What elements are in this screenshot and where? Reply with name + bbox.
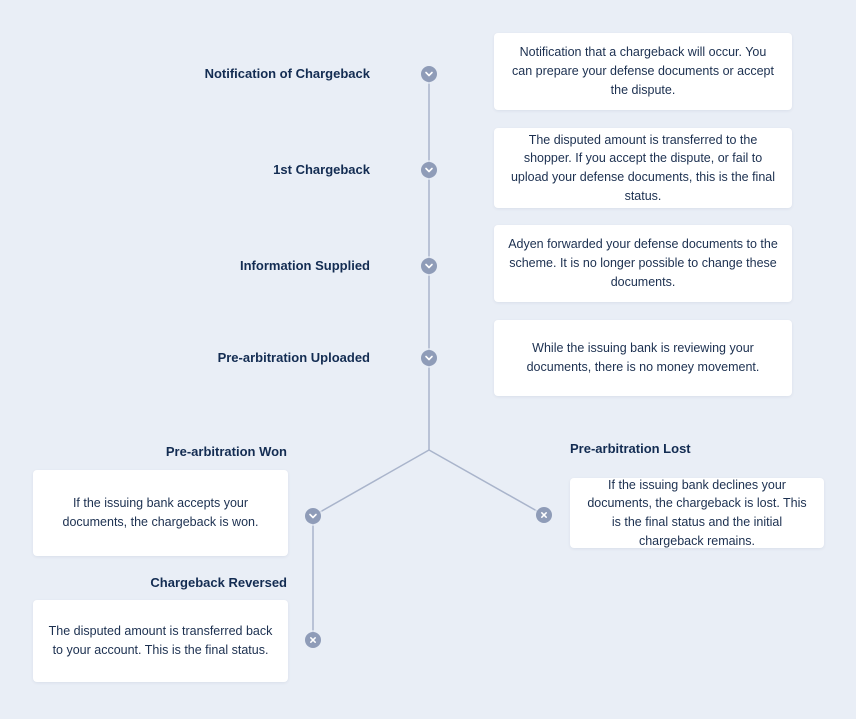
card-notification-description: Notification that a chargeback will occu… xyxy=(494,33,792,110)
timeline-node-pre-arbitration-uploaded xyxy=(421,350,437,366)
chevron-down-icon xyxy=(424,261,434,271)
x-icon xyxy=(539,510,549,520)
step-label-pre-arbitration-won: Pre-arbitration Won xyxy=(165,444,287,459)
timeline-node-chargeback-reversed xyxy=(305,632,321,648)
step-label-1st-chargeback: 1st Chargeback xyxy=(273,162,370,177)
card-pre-arbitration-lost-description: If the issuing bank declines your docume… xyxy=(570,478,824,548)
card-chargeback-reversed-description: The disputed amount is transferred back … xyxy=(33,600,288,682)
step-label-notification-of-chargeback: Notification of Chargeback xyxy=(204,66,370,81)
timeline-node-pre-arbitration-lost xyxy=(536,507,552,523)
step-label-pre-arbitration-uploaded: Pre-arbitration Uploaded xyxy=(217,350,370,365)
timeline-node-1st-chargeback xyxy=(421,162,437,178)
timeline-node-pre-arbitration-won xyxy=(305,508,321,524)
timeline-node-information-supplied xyxy=(421,258,437,274)
chevron-down-icon xyxy=(424,69,434,79)
step-label-information-supplied: Information Supplied xyxy=(240,258,370,273)
chevron-down-icon xyxy=(424,165,434,175)
chevron-down-icon xyxy=(424,353,434,363)
step-label-chargeback-reversed: Chargeback Reversed xyxy=(150,575,287,590)
card-pre-arbitration-uploaded-description: While the issuing bank is reviewing your… xyxy=(494,320,792,396)
card-1st-chargeback-description: The disputed amount is transferred to th… xyxy=(494,128,792,208)
x-icon xyxy=(308,635,318,645)
timeline-node-notification xyxy=(421,66,437,82)
card-pre-arbitration-won-description: If the issuing bank accepts your documen… xyxy=(33,470,288,556)
card-information-supplied-description: Adyen forwarded your defense documents t… xyxy=(494,225,792,302)
step-label-pre-arbitration-lost: Pre-arbitration Lost xyxy=(570,441,691,456)
chevron-down-icon xyxy=(308,511,318,521)
